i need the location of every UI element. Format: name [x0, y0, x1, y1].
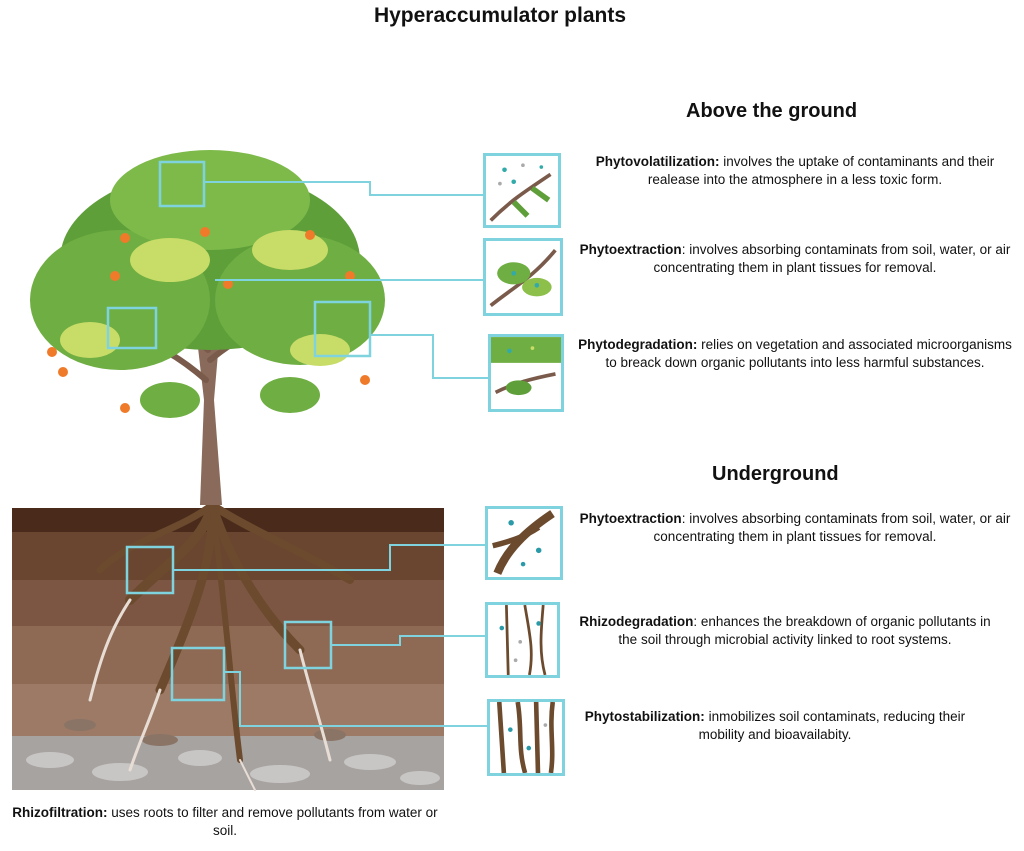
- text: involves the uptake of contaminants and …: [647, 154, 995, 187]
- term: Phytostabilization:: [584, 709, 705, 724]
- text: uses roots to filter and remove pollutan…: [107, 805, 438, 838]
- term: Phytoextraction: [579, 242, 682, 257]
- thumb-phytoextraction-under: [485, 506, 563, 580]
- text: : enhances the breakdown of organic poll…: [618, 614, 991, 647]
- desc-phytoextraction-above: Phytoextraction: involves absorbing cont…: [575, 241, 1015, 277]
- thumb-rhizodegradation: [485, 602, 560, 678]
- text: : involves absorbing contaminats from so…: [653, 242, 1011, 275]
- thumb-phytodegradation: [488, 334, 564, 412]
- tree-canopy: [30, 150, 385, 418]
- term: Rhizodegradation: [579, 614, 694, 629]
- desc-phytoextraction-under: Phytoextraction: involves absorbing cont…: [575, 510, 1015, 546]
- desc-phytostabilization: Phytostabilization: inmobilizes soil con…: [575, 708, 975, 744]
- desc-phytodegradation: Phytodegradation: relies on vegetation a…: [575, 336, 1015, 372]
- desc-rhizodegradation: Rhizodegradation: enhances the breakdown…: [575, 613, 995, 649]
- thumb-phytostabilization: [487, 699, 565, 776]
- heading-above-ground: Above the ground: [686, 100, 858, 122]
- term: Phytovolatilization:: [595, 154, 720, 169]
- text: inmobilizes soil contaminats, reducing t…: [698, 709, 966, 742]
- heading-underground: Underground: [712, 463, 839, 485]
- desc-phytovolatilization: Phytovolatilization: involves the uptake…: [580, 153, 1010, 189]
- text: : involves absorbing contaminats from so…: [653, 511, 1011, 544]
- desc-rhizofiltration: Rhizofiltration: uses roots to filter an…: [0, 804, 450, 840]
- term: Phytoextraction: [579, 511, 682, 526]
- term: Rhizofiltration:: [12, 805, 108, 820]
- text: relies on vegetation and associated micr…: [605, 337, 1012, 370]
- thumb-phytovolatilization: [483, 153, 561, 228]
- connector-lines: [173, 181, 488, 727]
- thumb-phytoextraction-above: [483, 238, 563, 316]
- term: Phytodegradation:: [578, 337, 698, 352]
- diagram-title: Hyperaccumulator plants: [373, 4, 627, 27]
